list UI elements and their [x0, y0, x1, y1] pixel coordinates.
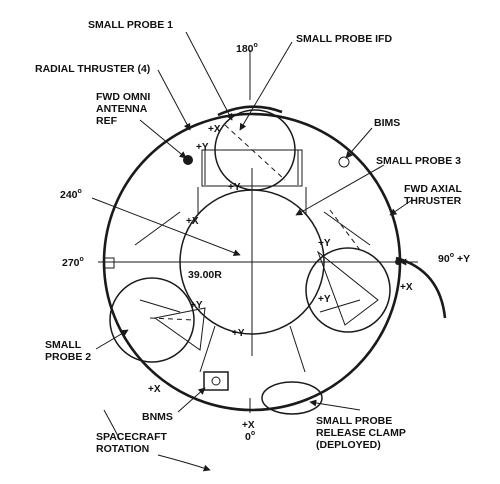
label-clamp-1: SMALL PROBE — [316, 415, 392, 427]
label-fwd-omni-3: REF — [96, 115, 118, 127]
bims-marker — [338, 156, 350, 168]
axis-x-2: +X — [186, 216, 199, 227]
label-rotation-2: ROTATION — [96, 443, 149, 455]
label-fwd-omni-1: FWD OMNI — [96, 91, 150, 103]
label-fwd-axial-1: FWD AXIAL — [404, 183, 463, 195]
small-probe-3-shape — [305, 156, 391, 333]
axis-marks: +X +Y +Y +X +Y +Y +X +Y +Y +X +X — [148, 124, 413, 431]
leader-lines — [91, 31, 418, 472]
label-clamp-2: RELEASE CLAMP — [316, 427, 406, 439]
axis-x-5: +X — [242, 420, 255, 431]
label-small-probe-3: SMALL PROBE 3 — [376, 155, 461, 167]
angle-90: 90o+Y — [438, 252, 470, 265]
axis-y-4: +Y — [318, 294, 331, 305]
label-small-probe-1: SMALL PROBE 1 — [88, 19, 173, 31]
axis-y-2: +Y — [228, 182, 241, 193]
angle-labels: 180o 240o 270o 90o+Y 0o — [60, 42, 470, 443]
label-fwd-axial-2: THRUSTER — [404, 195, 462, 207]
label-small-probe-2-2: PROBE 2 — [45, 351, 91, 363]
axis-x-3: +X — [400, 282, 413, 293]
small-probe-2-shape — [109, 277, 206, 363]
axis-x-4: +X — [148, 384, 161, 395]
spacecraft-body — [102, 112, 402, 412]
axis-y-6: +Y — [232, 328, 245, 339]
release-clamp-shape — [261, 381, 323, 415]
angle-240: 240o — [60, 188, 82, 201]
axis-x-1: +X — [208, 124, 221, 135]
angle-0: 0o — [245, 430, 255, 443]
label-bnms: BNMS — [142, 411, 173, 423]
angle-180: 180o — [236, 42, 258, 55]
bnms-box — [203, 371, 229, 391]
label-small-probe-ifd: SMALL PROBE IFD — [296, 33, 392, 45]
label-radius: 39.00R — [188, 269, 222, 281]
axis-y-1: +Y — [196, 142, 209, 153]
label-fwd-omni-2: ANTENNA — [96, 103, 148, 115]
small-probe-1-shape — [201, 109, 303, 191]
label-rotation-1: SPACECRAFT — [96, 431, 168, 443]
label-bims: BIMS — [374, 117, 400, 129]
thrusters — [104, 105, 447, 415]
label-small-probe-2-1: SMALL — [45, 339, 82, 351]
labels: SMALL PROBE 1 SMALL PROBE IFD RADIAL THR… — [35, 19, 463, 455]
axis-y-5: +Y — [190, 300, 203, 311]
label-clamp-3: (DEPLOYED) — [316, 439, 381, 451]
axis-y-3: +Y — [318, 238, 331, 249]
angle-270: 270o — [62, 256, 84, 269]
label-radial-thruster: RADIAL THRUSTER (4) — [35, 63, 150, 75]
